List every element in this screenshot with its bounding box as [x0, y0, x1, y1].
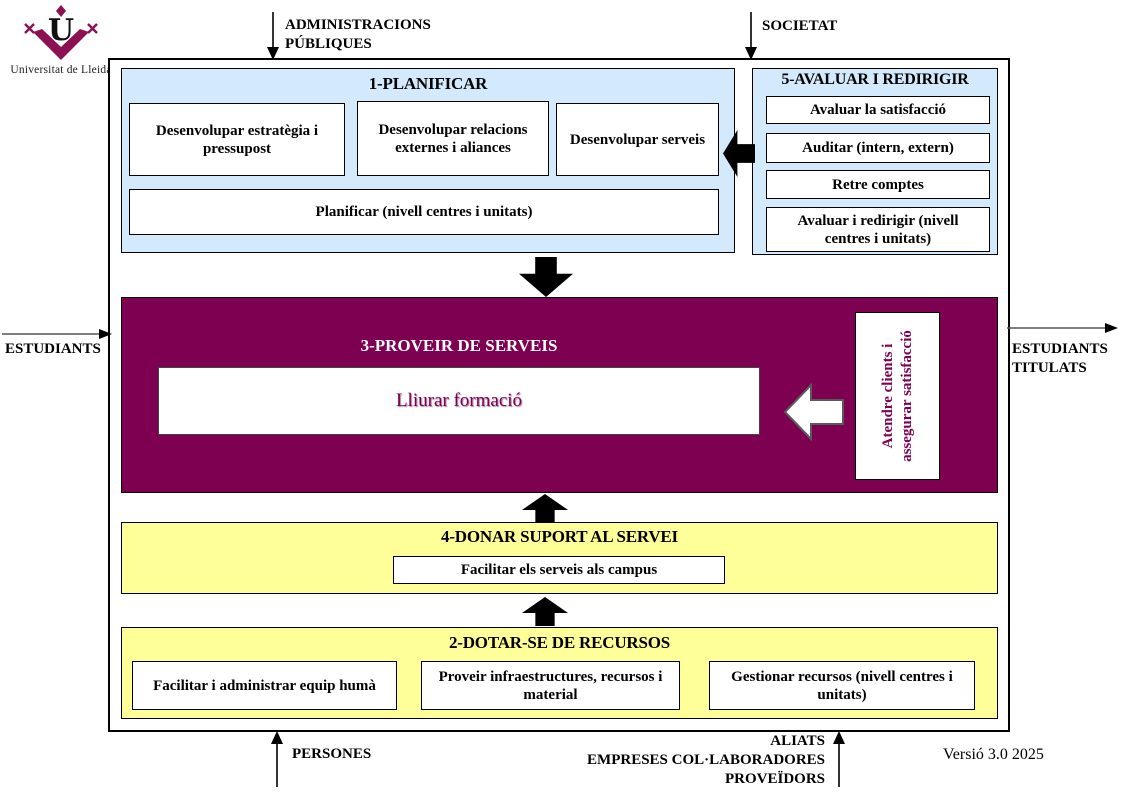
- process-box-avaluar-satisfaccio: Avaluar la satisfacció: [766, 96, 990, 124]
- process-box-atendre-clients-label: Atendre clients i assegurar satisfacció: [879, 330, 915, 462]
- label-aliats-empreses-proveidors: ALIATS EMPRESES COL·LABORADORES PROVEÏDO…: [587, 733, 825, 787]
- process-box-estrategia: Desenvolupar estratègia i pressupost: [129, 103, 345, 176]
- udl-logo: U Universitat de Lleida: [6, 4, 116, 82]
- section-avaluar-title: 5-AVALUAR I REDIRIGIR: [781, 71, 969, 88]
- arrow-up-aliats-icon: [833, 731, 845, 787]
- arrow-right-estudiants-icon: [2, 329, 112, 339]
- process-box-infraestructures: Proveir infraestructures, recursos i mat…: [421, 661, 680, 710]
- section-suport-title: 4-DONAR SUPORT AL SERVEI: [441, 527, 678, 546]
- process-box-lliurar-formacio: Lliurar formació: [158, 367, 760, 435]
- label-persones: PERSONES: [292, 746, 372, 762]
- arrow-down-administracions-icon: [267, 12, 279, 60]
- process-box-gestionar-recursos: Gestionar recursos (nivell centres i uni…: [709, 661, 975, 710]
- label-estudiants-titulats: ESTUDIANTS TITULATS: [1012, 341, 1108, 376]
- process-box-retre-comptes: Retre comptes: [766, 170, 990, 199]
- process-box-auditar: Auditar (intern, extern): [766, 133, 990, 163]
- process-box-atendre-clients: Atendre clients i assegurar satisfacció: [855, 312, 940, 480]
- version-label: Versió 3.0 2025: [943, 746, 1044, 763]
- process-box-planificar-nivell: Planificar (nivell centres i unitats): [129, 189, 719, 235]
- section-recursos-title: 2-DOTAR-SE DE RECURSOS: [448, 633, 671, 652]
- arrow-down-societat-icon: [745, 12, 757, 60]
- arrow-left-atendre-to-lliurar-icon: [783, 383, 844, 441]
- label-estudiants: ESTUDIANTS: [5, 341, 101, 357]
- section-planificar-title: 1-PLANIFICAR: [368, 74, 488, 93]
- process-box-relacions-externes: Desenvolupar relacions externes i alianc…: [357, 101, 549, 176]
- arrow-up-persones-icon: [271, 731, 283, 787]
- process-box-desenvolupar-serveis: Desenvolupar serveis: [556, 103, 719, 176]
- label-administracions-publiques: ADMINISTRACIONS PÚBLIQUES: [285, 17, 431, 52]
- section-proveir-title: 3-PROVEIR DE SERVEIS: [360, 336, 558, 355]
- arrow-right-estudiants-titulats-icon: [1007, 323, 1118, 333]
- label-societat: SOCIETAT: [762, 18, 838, 34]
- process-box-avaluar-redirigir: Avaluar i redirigir (nivell centres i un…: [766, 207, 990, 252]
- udl-logo-caption: Universitat de Lleida: [10, 64, 112, 76]
- process-box-facilitar-serveis-campus: Facilitar els serveis als campus: [393, 556, 725, 584]
- udl-logo-icon: U: [24, 5, 98, 60]
- process-box-equip-huma: Facilitar i administrar equip humà: [132, 661, 397, 710]
